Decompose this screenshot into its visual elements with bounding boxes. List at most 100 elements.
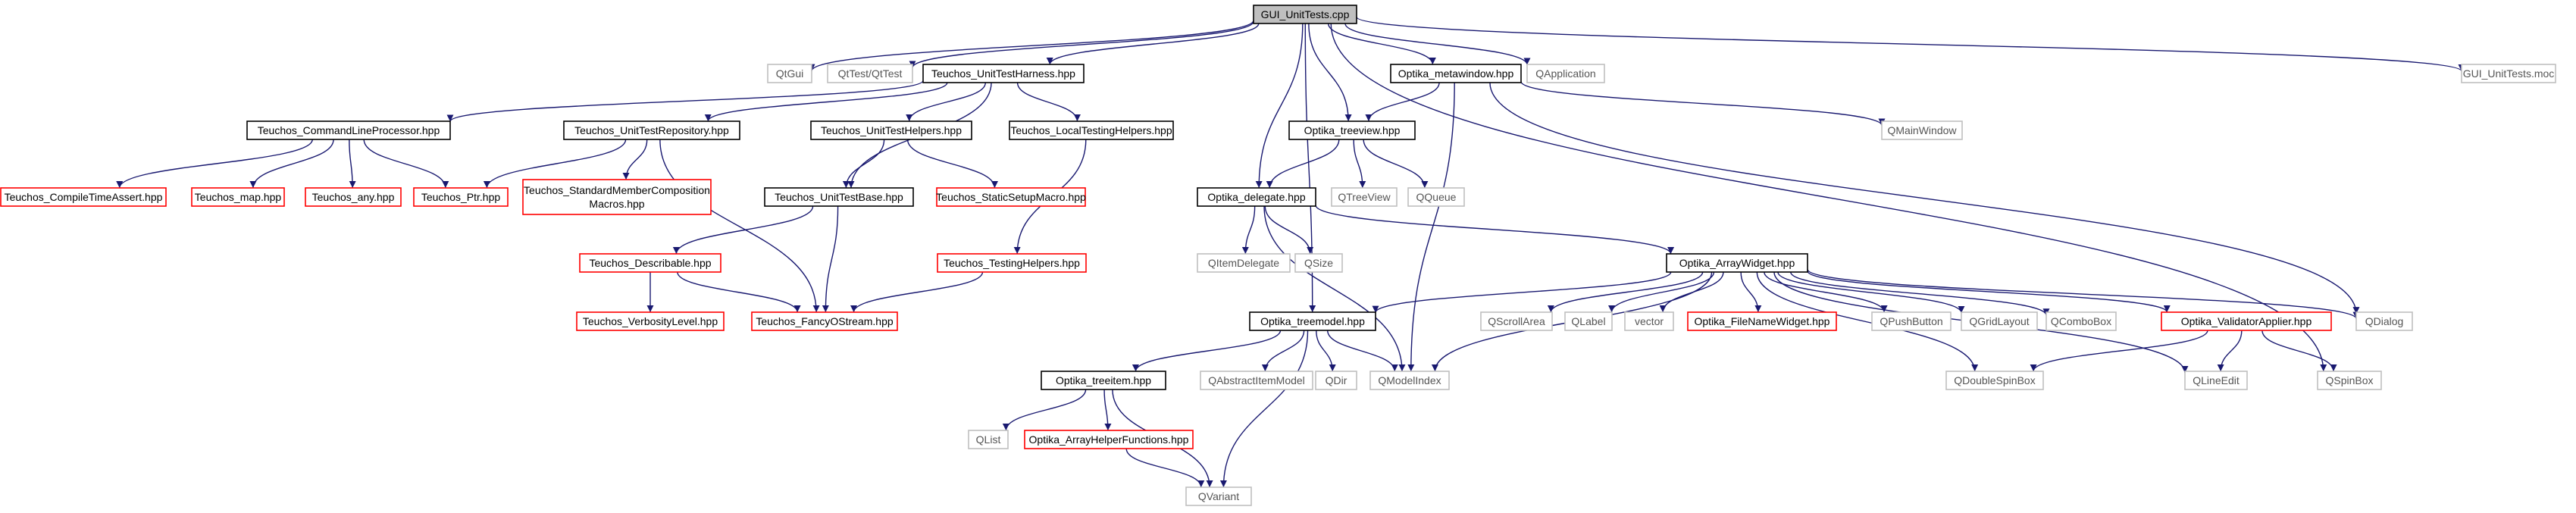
node-optika-filenamewidget-hpp[interactable]: Optika_FileNameWidget.hpp	[1687, 311, 1837, 331]
node-label: Teuchos_TestingHelpers.hpp	[944, 257, 1080, 269]
node-box	[0, 187, 167, 207]
node-qabstractitemmodel: QAbstractItemModel	[1200, 371, 1313, 390]
node-label: Teuchos_CommandLineProcessor.hpp	[258, 124, 440, 136]
node-qpushbutton: QPushButton	[1871, 311, 1952, 331]
edge-n4-n12	[1520, 81, 1886, 126]
edge-n0-n4	[1327, 23, 1436, 65]
node-optika-arrayhelperfunctions-hpp[interactable]: Optika_ArrayHelperFunctions.hpp	[1024, 430, 1194, 449]
node-label: QApplication	[1535, 67, 1595, 80]
edge-n8-n29	[659, 139, 820, 313]
node-teuchos-testinghelpers-hpp[interactable]: Teuchos_TestingHelpers.hpp	[937, 253, 1087, 273]
edge-n27-n38	[1807, 271, 2171, 313]
edge-n9-n19	[906, 139, 998, 189]
edge-n3-n9	[906, 82, 987, 122]
node-teuchos-unittestbase-hpp[interactable]: Teuchos_UnitTestBase.hpp	[764, 187, 914, 207]
node-label: Macros.hpp	[589, 198, 644, 210]
node-teuchos-localtestinghelpers-hpp[interactable]: Teuchos_LocalTestingHelpers.hpp	[1009, 120, 1174, 140]
edge-n38-n45	[2217, 330, 2243, 372]
edge-n7-n14	[249, 139, 334, 189]
node-teuchos-verbositylevel-hpp[interactable]: Teuchos_VerbosityLevel.hpp	[576, 311, 725, 331]
node-optika-treeitem-hpp[interactable]: Optika_treeitem.hpp	[1041, 371, 1166, 390]
node-label: Teuchos_LocalTestingHelpers.hpp	[1010, 124, 1172, 136]
edge-n0-n6	[1356, 16, 2465, 72]
node-label: Teuchos_any.hpp	[312, 191, 395, 203]
node-teuchos-unittestrepository-hpp[interactable]: Teuchos_UnitTestRepository.hpp	[563, 120, 740, 140]
node-teuchos-describable-hpp[interactable]: Teuchos_Describable.hpp	[579, 253, 721, 273]
node-label: Teuchos_UnitTestHelpers.hpp	[821, 124, 962, 136]
node-teuchos-unittesthelpers-hpp[interactable]: Teuchos_UnitTestHelpers.hpp	[810, 120, 972, 140]
node-teuchos-any-hpp[interactable]: Teuchos_any.hpp	[305, 187, 402, 207]
edge-n0-n5	[1344, 23, 1531, 65]
node-qsize: QSize	[1294, 253, 1343, 273]
edge-n27-n37	[1790, 271, 2050, 316]
node-teuchos-standardmembercomposition-macros-hpp[interactable]: Teuchos_StandardMemberCompositionMacros.…	[522, 179, 712, 215]
node-label: Optika_metawindow.hpp	[1398, 67, 1514, 80]
node-label: QAbstractItemModel	[1208, 374, 1305, 386]
node-qvariant: QVariant	[1185, 486, 1252, 506]
node-box	[937, 253, 1087, 273]
node-optika-metawindow-hpp[interactable]: Optika_metawindow.hpp	[1390, 64, 1522, 83]
node-box	[1185, 486, 1252, 506]
node-box	[1564, 311, 1613, 331]
node-label: QItemDelegate	[1208, 257, 1279, 269]
node-box	[2355, 311, 2413, 331]
node-box	[1526, 64, 1605, 83]
node-box	[922, 64, 1085, 83]
node-box	[1041, 371, 1166, 390]
node-box	[1009, 120, 1174, 140]
node-label: Teuchos_StaticSetupMacro.hpp	[936, 191, 1086, 203]
node-qmodelindex: QModelIndex	[1369, 371, 1450, 390]
node-box	[936, 187, 1086, 207]
node-teuchos-staticsetupmacro-hpp[interactable]: Teuchos_StaticSetupMacro.hpp	[936, 187, 1086, 207]
node-label: QSpinBox	[2325, 374, 2373, 386]
node-gui-unittests-cpp[interactable]: GUI_UnitTests.cpp	[1253, 5, 1357, 24]
node-qmainwindow: QMainWindow	[1881, 120, 1963, 140]
edge-n30-n41	[1261, 330, 1305, 372]
edge-n38-n44	[2030, 330, 2208, 372]
edge-n11-n22	[1363, 139, 1429, 189]
node-qdoublespinbox: QDoubleSpinBox	[1945, 371, 2044, 390]
node-label: Teuchos_UnitTestHarness.hpp	[931, 67, 1075, 80]
node-box	[751, 311, 898, 331]
edge-n23-n29	[677, 271, 801, 313]
node-teuchos-map-hpp[interactable]: Teuchos_map.hpp	[191, 187, 285, 207]
node-label: QDialog	[2365, 315, 2404, 327]
node-optika-delegate-hpp[interactable]: Optika_delegate.hpp	[1197, 187, 1316, 207]
edge-n27-n44	[1756, 271, 1979, 372]
node-teuchos-fancyostream-hpp[interactable]: Teuchos_FancyOStream.hpp	[751, 311, 898, 331]
edge-n27-n39	[1807, 268, 2360, 320]
node-box	[1197, 253, 1291, 273]
edge-n8-n16	[483, 139, 627, 189]
node-box	[1407, 187, 1465, 207]
node-optika-treemodel-hpp[interactable]: Optika_treemodel.hpp	[1249, 311, 1376, 331]
node-label: QtGui	[776, 67, 804, 80]
node-qtreeview: QTreeView	[1331, 187, 1398, 207]
node-optika-validatorapplier-hpp[interactable]: Optika_ValidatorApplier.hpp	[2161, 311, 2332, 331]
node-label: QTreeView	[1338, 191, 1391, 203]
node-box	[563, 120, 740, 140]
node-qapplication: QApplication	[1526, 64, 1605, 83]
node-label: QDoubleSpinBox	[1954, 374, 2035, 386]
node-box	[1945, 371, 2044, 390]
edge-n0-n20	[1255, 23, 1304, 189]
edge-n20-n25	[1241, 205, 1256, 255]
node-teuchos-ptr-hpp[interactable]: Teuchos_Ptr.hpp	[413, 187, 509, 207]
edge-n4-n43	[1407, 82, 1455, 372]
node-box	[2045, 311, 2117, 331]
node-box	[576, 311, 725, 331]
edge-n3-n10	[1016, 82, 1081, 122]
node-box	[1288, 120, 1416, 140]
node-box	[767, 64, 812, 83]
node-teuchos-unittestharness-hpp[interactable]: Teuchos_UnitTestHarness.hpp	[922, 64, 1085, 83]
node-teuchos-commandlineprocessor-hpp[interactable]: Teuchos_CommandLineProcessor.hpp	[246, 120, 451, 140]
node-label: Teuchos_CompileTimeAssert.hpp	[5, 191, 163, 203]
node-box	[1249, 311, 1376, 331]
node-optika-treeview-hpp[interactable]: Optika_treeview.hpp	[1288, 120, 1416, 140]
node-box	[1200, 371, 1313, 390]
node-label: QModelIndex	[1378, 374, 1441, 386]
node-label: Teuchos_FancyOStream.hpp	[756, 315, 894, 327]
node-teuchos-compiletimeassert-hpp[interactable]: Teuchos_CompileTimeAssert.hpp	[0, 187, 167, 207]
edge-n38-n46	[2261, 330, 2337, 372]
node-optika-arraywidget-hpp[interactable]: Optika_ArrayWidget.hpp	[1666, 253, 1808, 273]
edge-n20-n27	[1315, 205, 1674, 255]
